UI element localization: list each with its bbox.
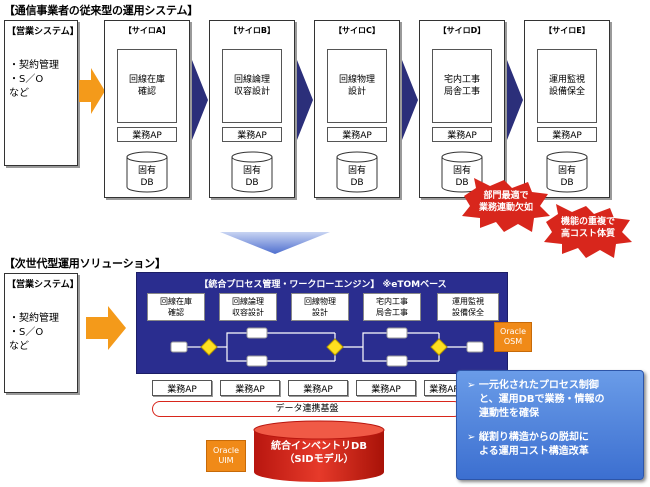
business-item: ・S／O xyxy=(9,327,44,338)
problem-text-1: 部門最適で業務連動欠如 xyxy=(478,191,533,213)
orange-arrow xyxy=(86,306,126,350)
business-ap: 業務AP xyxy=(424,380,464,396)
solution-item: ➢ 一元化されたプロセス制御 と、運用DBで業務・情報の 連動性を確保 xyxy=(467,380,605,419)
chevron-arrow xyxy=(507,60,523,140)
business-system-list: ・契約管理 ・S／O など xyxy=(9,312,77,354)
business-item: ・契約管理 xyxy=(9,313,59,324)
data-integration-bus: データ連携基盤 xyxy=(152,401,462,417)
process-step: 回線論理収容設計 xyxy=(219,293,277,321)
problem-burst-1 xyxy=(462,178,550,232)
chevron-arrow xyxy=(192,60,208,140)
business-ap: 業務AP xyxy=(222,127,282,142)
inventory-db-icon xyxy=(253,420,385,482)
database-icon xyxy=(336,151,378,193)
business-item: ・S／O xyxy=(9,74,44,85)
business-item: ・契約管理 xyxy=(9,60,59,71)
business-system-title: 【営業システム】 xyxy=(7,27,79,37)
business-system-title: 【営業システム】 xyxy=(7,280,79,290)
database-icon xyxy=(546,151,588,193)
process-step: 宅内工事局舎工事 xyxy=(363,293,421,321)
workflow-diagram xyxy=(170,327,484,367)
business-ap: 業務AP xyxy=(356,380,416,396)
transition-arrow xyxy=(220,232,330,254)
business-ap: 業務AP xyxy=(152,380,212,396)
business-system-list: ・契約管理 ・S／O など xyxy=(9,59,77,101)
business-ap: 業務AP xyxy=(117,127,177,142)
engine-title: 【統合プロセス管理・ワークローエンジン】 ※eTOMベース xyxy=(199,280,447,290)
process-step: 運用監視設備保全 xyxy=(437,293,499,321)
database-icon xyxy=(441,151,483,193)
silo-task: 運用監視設備保全 xyxy=(537,49,597,123)
silo-task: 回線物理設計 xyxy=(327,49,387,123)
silo-label: 【サイロC】 xyxy=(334,26,380,35)
chevron-arrow xyxy=(402,60,418,140)
process-engine-panel: 【統合プロセス管理・ワークローエンジン】 ※eTOMベース 回線在庫確認 回線論… xyxy=(136,272,508,374)
bottom-heading: 【次世代型運用ソリューション】 xyxy=(4,257,166,270)
silo-task: 回線論理収容設計 xyxy=(222,49,282,123)
business-ap: 業務AP xyxy=(220,380,280,396)
silo-label: 【サイロA】 xyxy=(123,26,171,35)
business-system-box: 【営業システム】 ・契約管理 ・S／O など xyxy=(4,20,79,166)
chevron-arrow xyxy=(297,60,313,140)
silo-label: 【サイロE】 xyxy=(544,26,590,35)
database-icon xyxy=(126,151,168,193)
top-heading: 【通信事業者の従来型の運用システム】 xyxy=(4,4,199,17)
database-icon xyxy=(231,151,273,193)
business-ap: 業務AP xyxy=(432,127,492,142)
silo-task: 宅内工事局舎工事 xyxy=(432,49,492,123)
business-system-box: 【営業システム】 ・契約管理 ・S／O など xyxy=(4,273,79,393)
problem-burst-2 xyxy=(544,204,632,258)
process-step: 回線在庫確認 xyxy=(147,293,205,321)
orange-arrow xyxy=(79,68,105,114)
business-item: など xyxy=(9,88,29,99)
inventory-db-label: 統合インベントリDB （SIDモデル） xyxy=(271,441,367,465)
process-step: 回線物理設計 xyxy=(291,293,349,321)
business-item: など xyxy=(9,341,29,352)
business-ap: 業務AP xyxy=(537,127,597,142)
solution-item: ➢ 縦割り構造からの脱却に よる運用コスト構造改革 xyxy=(467,432,589,457)
business-ap: 業務AP xyxy=(288,380,348,396)
solution-panel: ➢ 一元化されたプロセス制御 と、運用DBで業務・情報の 連動性を確保 ➢ 縦割… xyxy=(456,370,644,480)
silo-task: 回線在庫確認 xyxy=(117,49,177,123)
business-ap: 業務AP xyxy=(327,127,387,142)
silo-label: 【サイロB】 xyxy=(228,26,276,35)
problem-text-2: 機能の重複で高コスト体質 xyxy=(560,217,615,239)
silo-label: 【サイロD】 xyxy=(438,26,486,35)
